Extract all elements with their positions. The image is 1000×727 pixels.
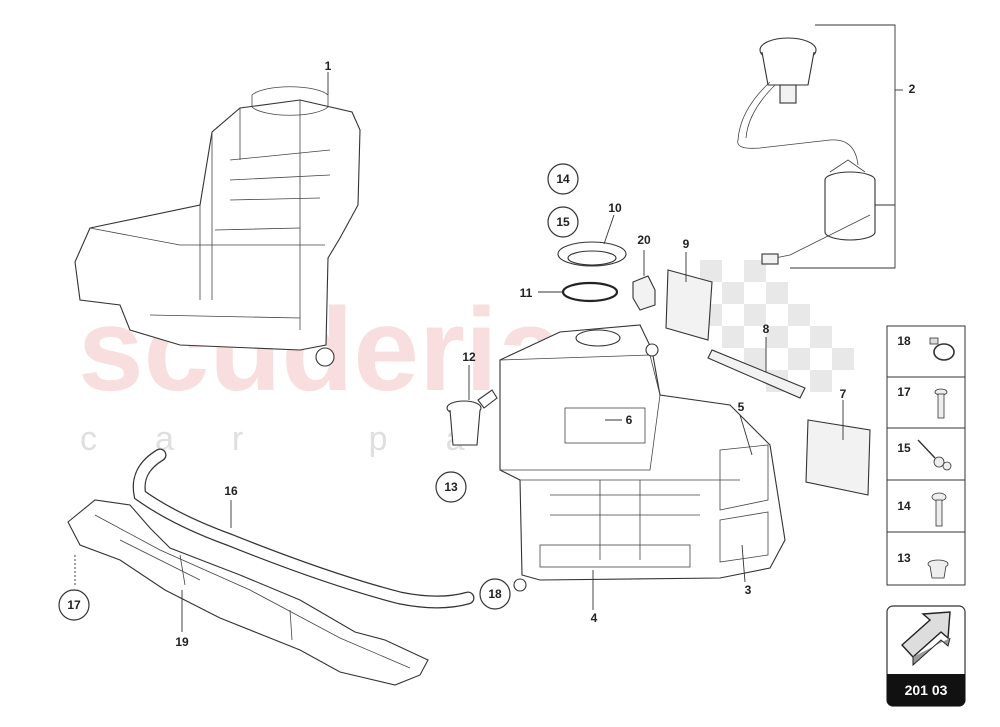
callout-16[interactable]: 16 [224, 484, 238, 498]
part-11-o-ring [538, 281, 619, 303]
svg-text:15: 15 [897, 441, 911, 455]
legend-item-18[interactable]: 18 [897, 334, 955, 361]
callout-9[interactable]: 9 [683, 237, 690, 251]
callout-4[interactable]: 4 [591, 611, 598, 625]
part-fuel-pump-module [737, 24, 903, 269]
part-19-heat-shield [67, 499, 429, 686]
part-fuel-tank-upper [74, 72, 361, 367]
screw-icon [934, 388, 948, 419]
part-16-hose [132, 448, 475, 609]
part-fuel-tank-lower [499, 324, 786, 610]
svg-text:13: 13 [897, 551, 911, 565]
clip-icon [917, 439, 952, 471]
part-10-ring [557, 214, 627, 267]
callout-5[interactable]: 5 [738, 400, 745, 414]
callout-10[interactable]: 10 [608, 201, 622, 215]
next-arrow-icon [901, 611, 951, 667]
svg-text:18: 18 [488, 587, 502, 601]
callout-2[interactable]: 2 [909, 82, 916, 96]
callout-circle-15[interactable]: 15 [547, 206, 579, 238]
svg-text:14: 14 [897, 499, 911, 513]
callout-12[interactable]: 12 [462, 350, 476, 364]
grommet-icon [927, 559, 949, 579]
reference-page-number: 201 03 [905, 682, 948, 698]
checkered-flag-watermark [700, 260, 854, 392]
callout-3[interactable]: 3 [745, 583, 752, 597]
callout-8[interactable]: 8 [763, 322, 770, 336]
svg-text:15: 15 [556, 215, 570, 229]
part-7-pad [805, 400, 871, 496]
legend-item-17[interactable]: 17 [897, 385, 948, 419]
callout-7[interactable]: 7 [840, 387, 847, 401]
part-9-pad [665, 252, 713, 341]
callout-circle-14[interactable]: 14 [547, 163, 579, 195]
callout-1[interactable]: 1 [325, 59, 332, 73]
svg-text:14: 14 [556, 172, 570, 186]
callout-20[interactable]: 20 [637, 233, 651, 247]
bolt-icon [931, 492, 947, 527]
callout-circle-18[interactable]: 18 [479, 578, 511, 610]
reference-box[interactable]: 201 03 [886, 605, 966, 707]
callout-6[interactable]: 6 [626, 413, 633, 427]
part-8-strip [707, 337, 806, 399]
callout-circle-13[interactable]: 13 [435, 471, 467, 503]
legend-item-14[interactable]: 14 [897, 492, 947, 527]
svg-text:18: 18 [897, 334, 911, 348]
part-12-valve [446, 365, 498, 446]
legend-item-13[interactable]: 13 [897, 551, 949, 579]
callout-11[interactable]: 11 [520, 286, 533, 300]
callout-19[interactable]: 19 [175, 635, 189, 649]
hose-clamp-icon [929, 337, 955, 361]
hardware-legend: 18 17 15 14 [886, 325, 966, 586]
part-20-block [632, 250, 656, 311]
svg-text:17: 17 [67, 598, 81, 612]
legend-item-15[interactable]: 15 [897, 439, 952, 471]
callout-circle-17[interactable]: 17 [58, 589, 90, 621]
svg-text:13: 13 [444, 480, 458, 494]
svg-text:17: 17 [897, 385, 911, 399]
